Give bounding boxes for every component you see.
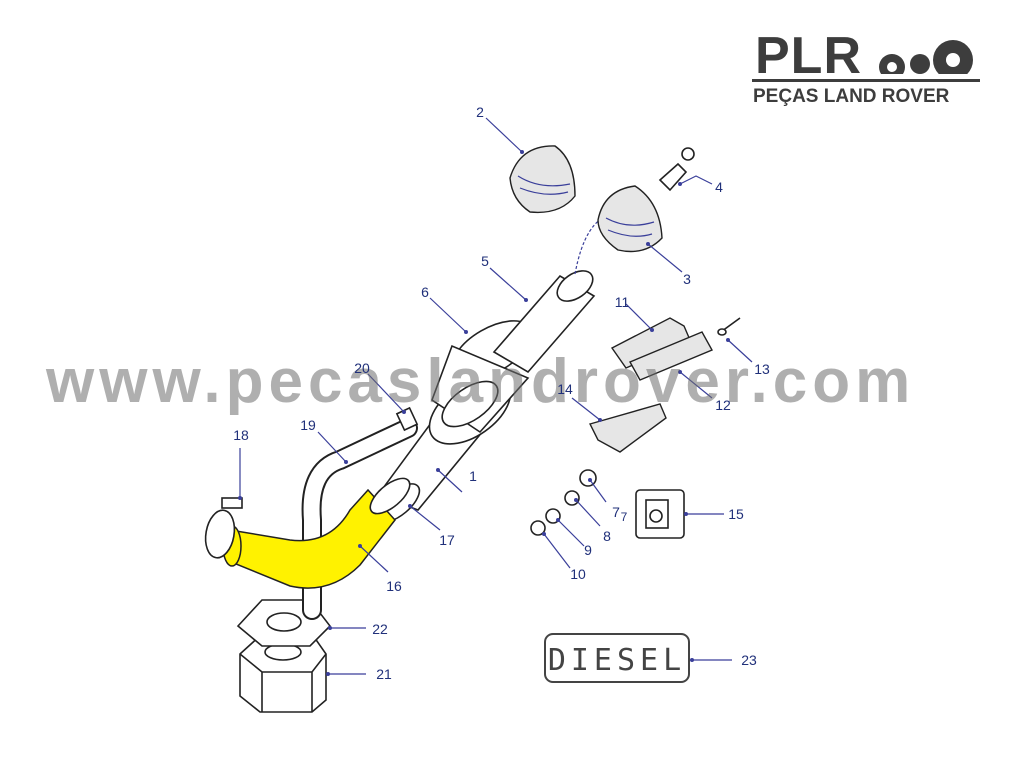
callout-17: 17: [439, 532, 455, 548]
callout-15: 15: [728, 506, 744, 522]
part-21-mounting-block: [239, 633, 327, 713]
callout-7: 7: [612, 504, 620, 520]
callout-19: 19: [300, 417, 316, 433]
callout-21: 21: [376, 666, 392, 682]
part-12-label-plate: [629, 331, 713, 381]
callout-4: 4: [715, 179, 723, 195]
callout-23: 23: [741, 652, 757, 668]
part-5-filler-neck: [492, 213, 613, 374]
callout-11: 11: [614, 294, 630, 310]
callout-10: 10: [570, 566, 586, 582]
callout-12: 12: [715, 397, 731, 413]
callout-2: 2: [476, 104, 484, 120]
part-4-lock-key: [658, 147, 695, 192]
callout-16: 16: [386, 578, 402, 594]
brand-logo-text: PLR: [755, 27, 862, 85]
part-18-hose-clip: [204, 497, 243, 559]
part-13-rivet: [717, 317, 741, 336]
part-23-diesel-decal: DIESEL: [544, 633, 690, 683]
part-17-clip: [369, 477, 411, 515]
diesel-decal-text: DIESEL: [547, 643, 687, 678]
brand-tagline: PEÇAS LAND ROVER: [753, 86, 950, 107]
stray-mark: 7: [620, 510, 628, 524]
part-16-hose-highlighted: [222, 488, 396, 589]
callout-20: 20: [354, 360, 370, 376]
brand-divider: [752, 79, 980, 82]
part-11-plate: [610, 317, 691, 369]
part-15-fuel-decal: [635, 489, 685, 539]
brand-logo: PLR PEÇAS LAND ROVER: [752, 27, 984, 110]
callout-8: 8: [603, 528, 611, 544]
part-14-label-plate: [588, 403, 667, 453]
callout-5: 5: [481, 253, 489, 269]
callout-14: 14: [557, 381, 573, 397]
callout-1: 1: [469, 468, 477, 484]
callout-9: 9: [584, 542, 592, 558]
callout-13: 13: [754, 361, 770, 377]
gear-icon: [866, 40, 980, 80]
part-19-breather-pipe: [301, 418, 418, 620]
callout-22: 22: [372, 621, 388, 637]
part-2-filler-cap: [509, 145, 576, 214]
callout-3: 3: [683, 271, 691, 287]
leader-lines: [238, 117, 753, 676]
watermark: www.pecaslandrover.com: [46, 347, 916, 416]
callout-18: 18: [233, 427, 249, 443]
callout-6: 6: [421, 284, 429, 300]
part-3-filler-cap: [597, 185, 663, 253]
